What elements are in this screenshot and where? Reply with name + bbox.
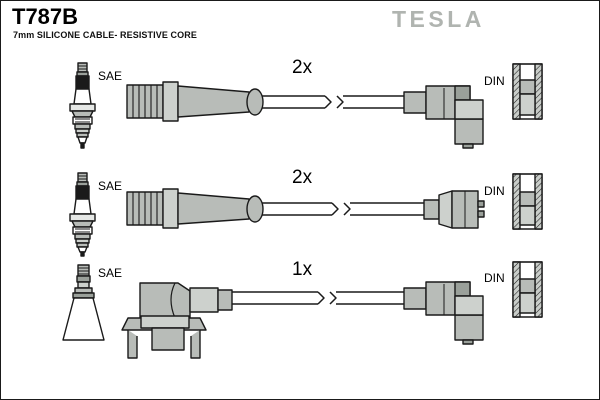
tesla-logo: TESLA	[392, 6, 485, 32]
quantity-label-row-3: 1x	[292, 259, 313, 280]
sae-label-row-2: SAE	[98, 179, 123, 193]
din-label-row-3: DIN	[484, 271, 505, 285]
part-description: 7mm SILICONE CABLE- RESISTIVE CORE	[13, 30, 197, 40]
page-title: T787B	[12, 4, 79, 29]
sae-label-row-1: SAE	[98, 69, 123, 83]
quantity-label-row-1: 2x	[292, 57, 313, 78]
din-label-row-1: DIN	[484, 74, 505, 88]
din-label-row-2: DIN	[484, 184, 505, 198]
quantity-label-row-2: 2x	[292, 167, 313, 188]
sae-label-row-3: SAE	[98, 266, 123, 280]
